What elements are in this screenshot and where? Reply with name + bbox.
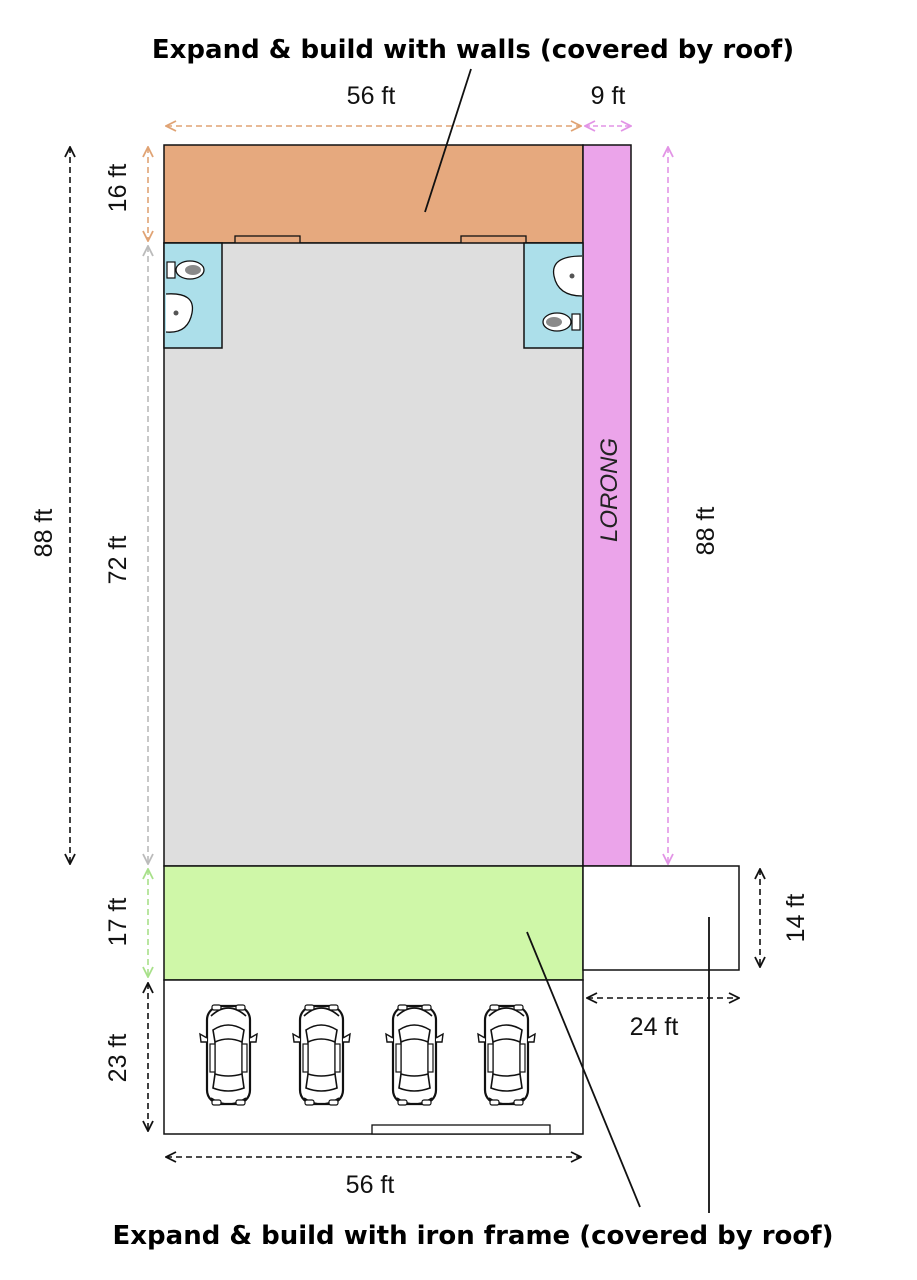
iron-frame-extension-zone (163, 865, 584, 981)
dimension-label-lane-width: 9 ft (591, 82, 626, 110)
dimension-label-main-length: 72 ft (104, 536, 132, 585)
dimension-label-annex-width: 24 ft (630, 1013, 679, 1041)
car-topview-icon (198, 1003, 259, 1107)
dimension-label-top-width: 56 ft (347, 82, 396, 110)
annex-area (582, 865, 740, 971)
dimension-label-annex-depth: 14 ft (782, 894, 810, 943)
toilet-room-left (163, 242, 223, 349)
dimension-label-iron-frame-depth: 17 ft (104, 898, 132, 947)
lorong-lane (582, 144, 632, 867)
dimension-label-total-length-right: 88 ft (692, 507, 720, 556)
car-topview-icon (384, 1003, 445, 1107)
top-title: Expand & build with walls (covered by ro… (152, 35, 794, 65)
leader-line-walls (424, 68, 472, 213)
toilet-room-right (523, 242, 584, 349)
gate-opening (371, 1124, 551, 1135)
leader-line-iron-frame (526, 931, 641, 1208)
dimension-label-front-depth: 16 ft (104, 164, 132, 213)
walls-extension-zone (163, 144, 584, 244)
toilet-icon (166, 260, 205, 280)
dimension-label-bottom-width: 56 ft (346, 1171, 395, 1199)
car-topview-icon (476, 1003, 537, 1107)
sink-icon (552, 255, 583, 297)
bottom-title: Expand & build with iron frame (covered … (113, 1221, 834, 1251)
main-floor-area (163, 242, 584, 867)
toilet-icon (542, 312, 581, 332)
car-topview-icon (291, 1003, 352, 1107)
dimension-label-parking-depth: 23 ft (104, 1034, 132, 1083)
sink-icon (165, 293, 194, 333)
dimension-label-total-length-left: 88 ft (30, 509, 58, 558)
lorong-label: LORONG (596, 438, 623, 542)
